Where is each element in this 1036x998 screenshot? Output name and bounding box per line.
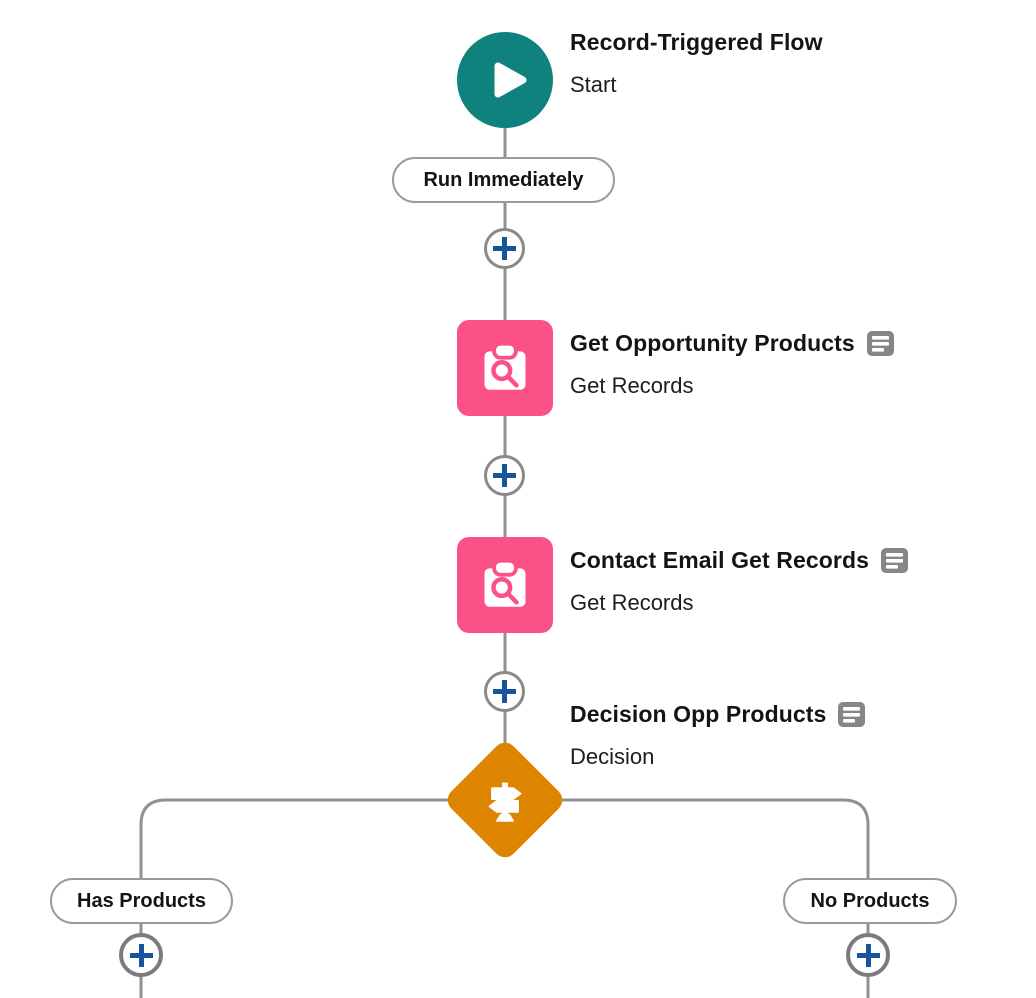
node-title: Get Opportunity Products [570,330,855,356]
description-icon [881,547,909,573]
add-element-button-no-products[interactable] [846,933,890,977]
add-element-button-1[interactable] [484,228,525,269]
node-label-block: Get Opportunity Products Get Records [570,329,894,400]
node-decision-opp-products[interactable] [442,737,568,863]
start-node-label: Record-Triggered Flow Start [570,28,823,99]
connector-branch-right [505,798,870,880]
schedule-path-pill[interactable]: Run Immediately [392,157,615,203]
node-contact-email-get-records[interactable] [457,537,553,633]
plus-icon [502,237,507,260]
node-label-block: Decision Opp Products Decision [570,700,866,771]
start-subtitle: Start [570,72,617,97]
start-node[interactable] [457,32,553,128]
branch-pill-no-products[interactable]: No Products [783,878,957,924]
plus-icon [138,943,144,967]
branch-label: No Products [810,889,930,912]
signpost-icon [476,771,534,829]
node-label-block: Contact Email Get Records Get Records [570,546,909,617]
node-title: Contact Email Get Records [570,547,870,573]
plus-icon [865,943,871,967]
schedule-path-label: Run Immediately [423,168,584,191]
start-title: Record-Triggered Flow [570,29,823,55]
branch-pill-has-products[interactable]: Has Products [50,878,233,924]
plus-icon [502,464,507,487]
plus-icon [502,680,507,703]
node-get-opportunity-products[interactable] [457,320,553,416]
node-subtitle: Get Records [570,373,694,398]
play-icon [479,54,531,106]
add-element-button-3[interactable] [484,671,525,712]
description-icon [866,330,894,356]
node-subtitle: Get Records [570,590,694,615]
node-title: Decision Opp Products [570,701,827,727]
clipboard-search-icon [473,336,537,400]
node-subtitle: Decision [570,744,655,769]
description-icon [838,701,866,727]
branch-label: Has Products [77,889,206,912]
connector-branch-left [139,798,505,880]
add-element-button-has-products[interactable] [119,933,163,977]
clipboard-search-icon [473,553,537,617]
add-element-button-2[interactable] [484,455,525,496]
